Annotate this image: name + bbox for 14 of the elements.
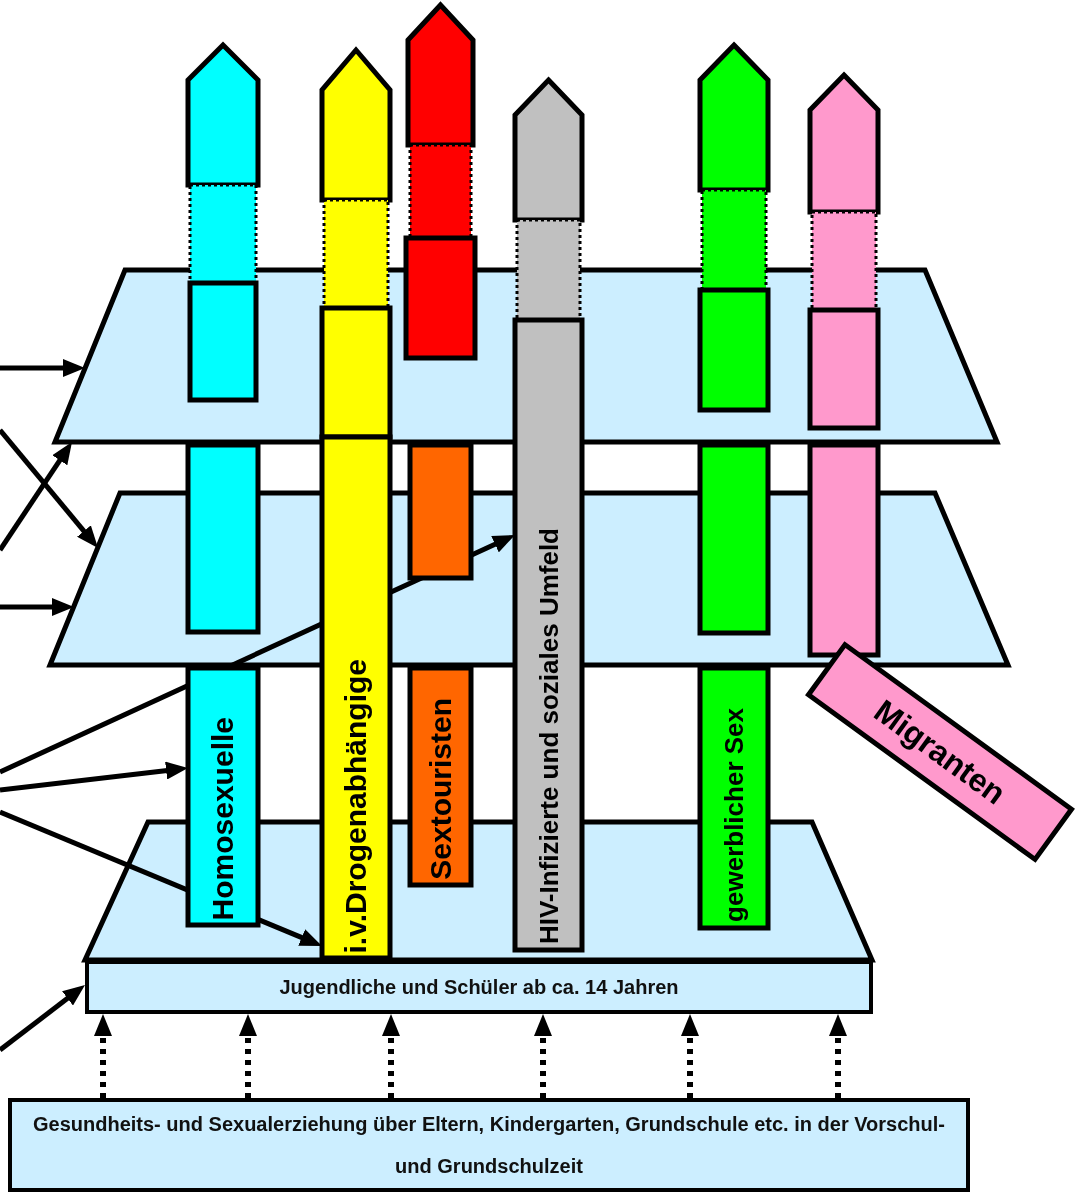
dotted-arrow <box>681 1014 699 1098</box>
box-label: Jugendliche und Schüler ab ca. 14 Jahren <box>279 975 679 999</box>
dotted-arrow <box>239 1014 257 1098</box>
dotted-arrow <box>382 1014 400 1098</box>
box-label: Gesundheits- und Sexualerziehung über Eltern, Kindergarten, Grundschule etc. in der Vorschul- und Grundschulzeit <box>32 1112 946 1179</box>
arrow <box>0 985 85 1052</box>
arrow <box>0 761 188 793</box>
dotted-arrow <box>829 1014 847 1098</box>
target-group-box <box>85 960 873 1014</box>
dotted-arrow <box>94 1014 112 1098</box>
dotted-arrow <box>534 1014 552 1098</box>
foundation-box <box>8 1098 970 1192</box>
arrow <box>0 442 72 552</box>
arrow <box>0 428 98 548</box>
